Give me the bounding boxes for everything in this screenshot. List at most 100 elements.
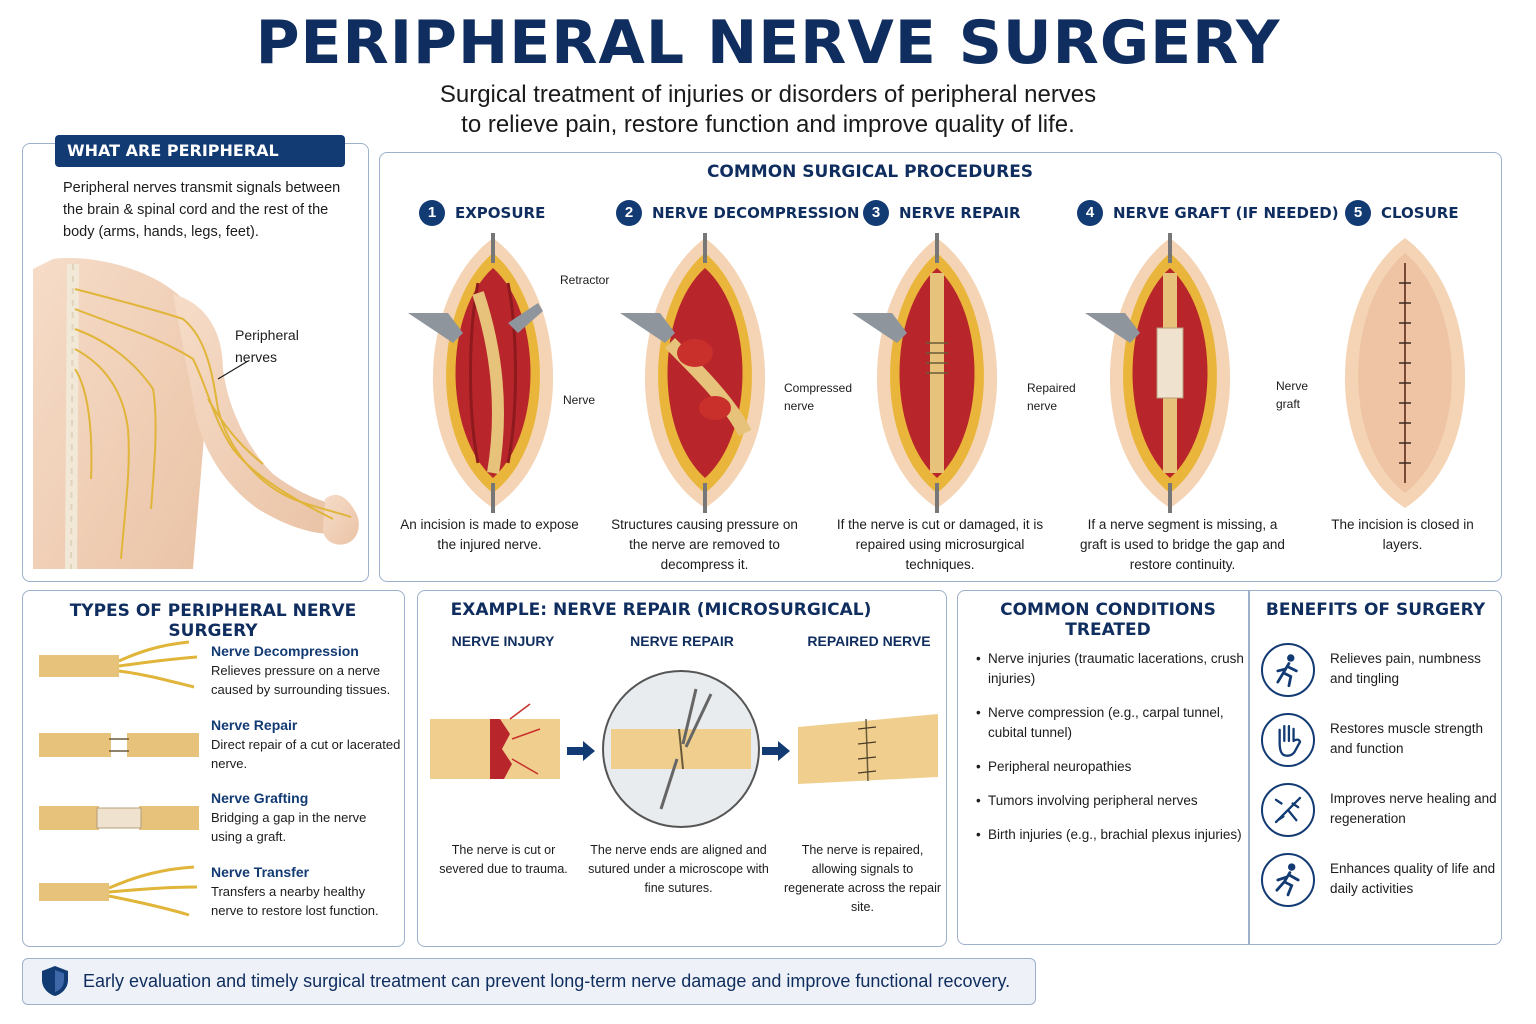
- step-3-header: 3 NERVE REPAIR: [863, 200, 1021, 226]
- step-2-header: 2 NERVE DECOMPRESSION: [616, 200, 859, 226]
- step-2-number: 2: [616, 200, 642, 226]
- compressed-label-line-2: nerve: [784, 399, 815, 413]
- step-2-description: Structures causing pressure on the nerve…: [611, 517, 798, 572]
- step-3-number: 3: [863, 200, 889, 226]
- example-stage-2-description: The nerve ends are aligned and sutured u…: [588, 843, 769, 895]
- repaired-label-line-2: nerve: [1027, 399, 1058, 413]
- step-2-label: NERVE DECOMPRESSION: [652, 204, 860, 222]
- nerve-injury-illustration: [430, 703, 560, 779]
- benefit-item: Relieves pain, numbness and tingling: [1261, 643, 1501, 699]
- example-stage-3-description: The nerve is repaired, allowing signals …: [783, 843, 942, 914]
- footer-text: Early evaluation and timely surgical tre…: [83, 971, 1011, 991]
- benefit-item: Restores muscle strength and function: [1261, 713, 1501, 769]
- compressed-nerve-label: Compressed nerve: [784, 379, 852, 415]
- subtitle-line-1: Surgical treatment of injuries or disord…: [439, 81, 1097, 108]
- peripheral-nerves-callout: Peripheral nerves: [235, 324, 299, 368]
- repaired-nerve-illustration: [798, 714, 938, 784]
- page-title: PERIPHERAL NERVE SURGERY: [255, 8, 1281, 78]
- nerve-graft-illustration: [1085, 233, 1231, 513]
- step-4-number: 4: [1077, 200, 1103, 226]
- condition-item: Peripheral neuropathies: [976, 757, 1244, 777]
- type-description: Relieves pressure on a nerve caused by s…: [211, 663, 391, 697]
- repaired-label-line-1: Repaired: [1027, 381, 1076, 395]
- procedures-heading: COMMON SURGICAL PROCEDURES: [706, 162, 1034, 182]
- condition-item: Nerve compression (e.g., carpal tunnel, …: [976, 703, 1244, 743]
- benefit-text: Restores muscle strength and function: [1330, 721, 1484, 756]
- repaired-nerve-label: Repaired nerve: [1027, 379, 1076, 415]
- step-3-label: NERVE REPAIR: [899, 204, 1021, 222]
- decompression-type-illustration: [39, 640, 198, 689]
- nerve-regeneration-icon: [1261, 783, 1315, 837]
- repair-type-illustration: [39, 733, 199, 757]
- benefit-text: Enhances quality of life and daily activ…: [1330, 861, 1496, 896]
- nerve-repair-illustration: [852, 233, 998, 513]
- graft-label-line-1: Nerve: [1276, 379, 1309, 393]
- condition-item: Tumors involving peripheral nerves: [976, 791, 1244, 811]
- section-divider: [1248, 591, 1250, 944]
- step-4-description: If a nerve segment is missing, a graft i…: [1080, 517, 1285, 572]
- running-person-icon: [1261, 853, 1315, 907]
- type-item-repair: Nerve Repair Direct repair of a cut or l…: [211, 715, 401, 773]
- benefit-item: Improves nerve healing and regeneration: [1261, 783, 1501, 839]
- type-name: Nerve Transfer: [211, 864, 310, 880]
- compressed-label-line-1: Compressed: [784, 381, 853, 395]
- graft-label-line-2: graft: [1276, 397, 1301, 411]
- callout-line-1: Peripheral: [235, 327, 299, 343]
- benefits-heading: BENEFITS OF SURGERY: [1265, 600, 1486, 620]
- step-1-header: 1 EXPOSURE: [419, 200, 545, 226]
- type-item-decompression: Nerve Decompression Relieves pressure on…: [211, 641, 401, 699]
- shield-icon: [42, 966, 68, 996]
- step-3-description: If the nerve is cut or damaged, it is re…: [836, 517, 1044, 572]
- what-are-nerves-panel: WHAT ARE PERIPHERAL NERVES? Peripheral n…: [22, 135, 369, 582]
- conditions-list: Nerve injuries (traumatic lacerations, c…: [976, 649, 1244, 859]
- step-5-number: 5: [1345, 200, 1371, 226]
- benefit-text: Improves nerve healing and regeneration: [1330, 791, 1497, 826]
- step-1-description: An incision is made to expose the injure…: [400, 517, 579, 552]
- what-are-nerves-heading: WHAT ARE PERIPHERAL NERVES?: [55, 135, 345, 192]
- subtitle-line-2: to relieve pain, restore function and im…: [461, 111, 1075, 138]
- example-heading: EXAMPLE: NERVE REPAIR (MICROSURGICAL): [450, 600, 872, 620]
- condition-item: Birth injuries (e.g., brachial plexus in…: [976, 825, 1244, 845]
- procedures-panel: COMMON SURGICAL PROCEDURES 1 EXPOSURE 2 …: [379, 152, 1502, 582]
- retractor-label: Retractor: [560, 273, 610, 287]
- example-stage-1-description: The nerve is cut or severed due to traum…: [439, 843, 568, 876]
- type-item-transfer: Nerve Transfer Transfers a nearby health…: [211, 862, 401, 920]
- example-panel: EXAMPLE: NERVE REPAIR (MICROSURGICAL) NE…: [417, 590, 947, 947]
- type-description: Direct repair of a cut or lacerated nerv…: [211, 737, 401, 771]
- step-4-label: NERVE GRAFT (IF NEEDED): [1113, 204, 1339, 222]
- step-5-label: CLOSURE: [1381, 204, 1459, 222]
- types-heading: TYPES OF PERIPHERAL NERVE SURGERY: [69, 601, 357, 641]
- what-are-nerves-text: Peripheral nerves transmit signals betwe…: [63, 180, 341, 240]
- callout-line-2: nerves: [235, 349, 278, 365]
- step-1-number: 1: [419, 200, 445, 226]
- step-4-header: 4 NERVE GRAFT (IF NEEDED): [1077, 200, 1339, 226]
- page-subtitle: Surgical treatment of injuries or disord…: [0, 80, 1536, 140]
- arm-nerves-illustration: [33, 258, 359, 569]
- running-person-icon: [1261, 643, 1315, 697]
- decompression-illustration: [620, 233, 766, 513]
- example-stage-2-label: NERVE REPAIR: [630, 633, 734, 649]
- footer-banner: Early evaluation and timely surgical tre…: [22, 958, 1036, 1005]
- conditions-benefits-panel: COMMON CONDITIONS TREATED Nerve injuries…: [957, 590, 1502, 945]
- transfer-type-illustration: [39, 865, 198, 917]
- condition-item: Nerve injuries (traumatic lacerations, c…: [976, 649, 1244, 689]
- type-description: Transfers a nearby healthy nerve to rest…: [211, 884, 379, 918]
- type-name: Nerve Grafting: [211, 790, 309, 806]
- types-panel: TYPES OF PERIPHERAL NERVE SURGERY Nerve …: [22, 590, 405, 947]
- conditions-heading: COMMON CONDITIONS TREATED: [1000, 600, 1216, 640]
- type-name: Nerve Repair: [211, 717, 298, 733]
- type-item-grafting: Nerve Grafting Bridging a gap in the ner…: [211, 788, 401, 846]
- exposure-illustration: [408, 233, 554, 513]
- nerve-label: Nerve: [563, 393, 596, 407]
- closure-illustration: [1344, 238, 1466, 508]
- microscope-repair-illustration: [602, 670, 760, 828]
- step-5-header: 5 CLOSURE: [1345, 200, 1459, 226]
- arrow-right-icon: [762, 741, 790, 761]
- type-description: Bridging a gap in the nerve using a graf…: [211, 810, 367, 844]
- hand-icon: [1261, 713, 1315, 767]
- type-name: Nerve Decompression: [211, 643, 359, 659]
- benefit-text: Relieves pain, numbness and tingling: [1330, 651, 1481, 686]
- example-stage-3-label: REPAIRED NERVE: [807, 633, 931, 649]
- step-1-label: EXPOSURE: [455, 204, 546, 222]
- grafting-type-illustration: [39, 806, 199, 830]
